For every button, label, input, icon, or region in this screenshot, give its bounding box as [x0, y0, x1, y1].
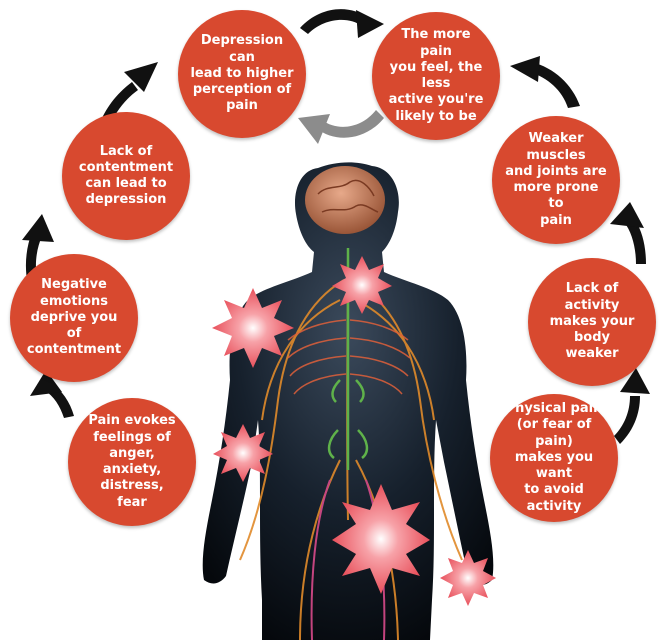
circle-pain-evokes: Pain evokes feelings of anger, anxiety, … [68, 398, 196, 526]
pain-star-neck [332, 256, 392, 314]
circle-text: Physical pain (or fear of pain) makes yo… [502, 401, 606, 515]
circle-text: The more pain you feel, the less active … [384, 27, 488, 125]
circle-lack-of-activity: Lack of activity makes your body weaker [528, 258, 656, 386]
circle-negative-emotions: Negative emotions deprive you of content… [10, 254, 138, 382]
arrow-upper-right [510, 56, 580, 108]
brain [305, 166, 385, 234]
circle-weaker-muscles: Weaker muscles and joints are more prone… [492, 116, 620, 244]
pain-star-elbow [213, 424, 273, 482]
circle-physical-pain: Physical pain (or fear of pain) makes yo… [490, 394, 618, 522]
circle-lack-of-contentment: Lack of contentment can lead to depressi… [62, 112, 190, 240]
circle-text: Depression can lead to higher perception… [190, 33, 294, 114]
circle-text: Pain evokes feelings of anger, anxiety, … [80, 413, 184, 511]
pain-star-wrist [440, 550, 496, 606]
circle-text: Lack of contentment can lead to depressi… [74, 144, 178, 209]
arrow-right-mid [610, 202, 646, 264]
arrow-top [300, 9, 384, 38]
circle-text: Weaker muscles and joints are more prone… [504, 131, 608, 229]
circle-depression-perception: Depression can lead to higher perception… [178, 10, 306, 138]
circle-text: Negative emotions deprive you of content… [22, 277, 126, 358]
circle-more-pain-less-active: The more pain you feel, the less active … [372, 12, 500, 140]
circle-text: Lack of activity makes your body weaker [540, 281, 644, 362]
return-arrow [298, 110, 384, 144]
